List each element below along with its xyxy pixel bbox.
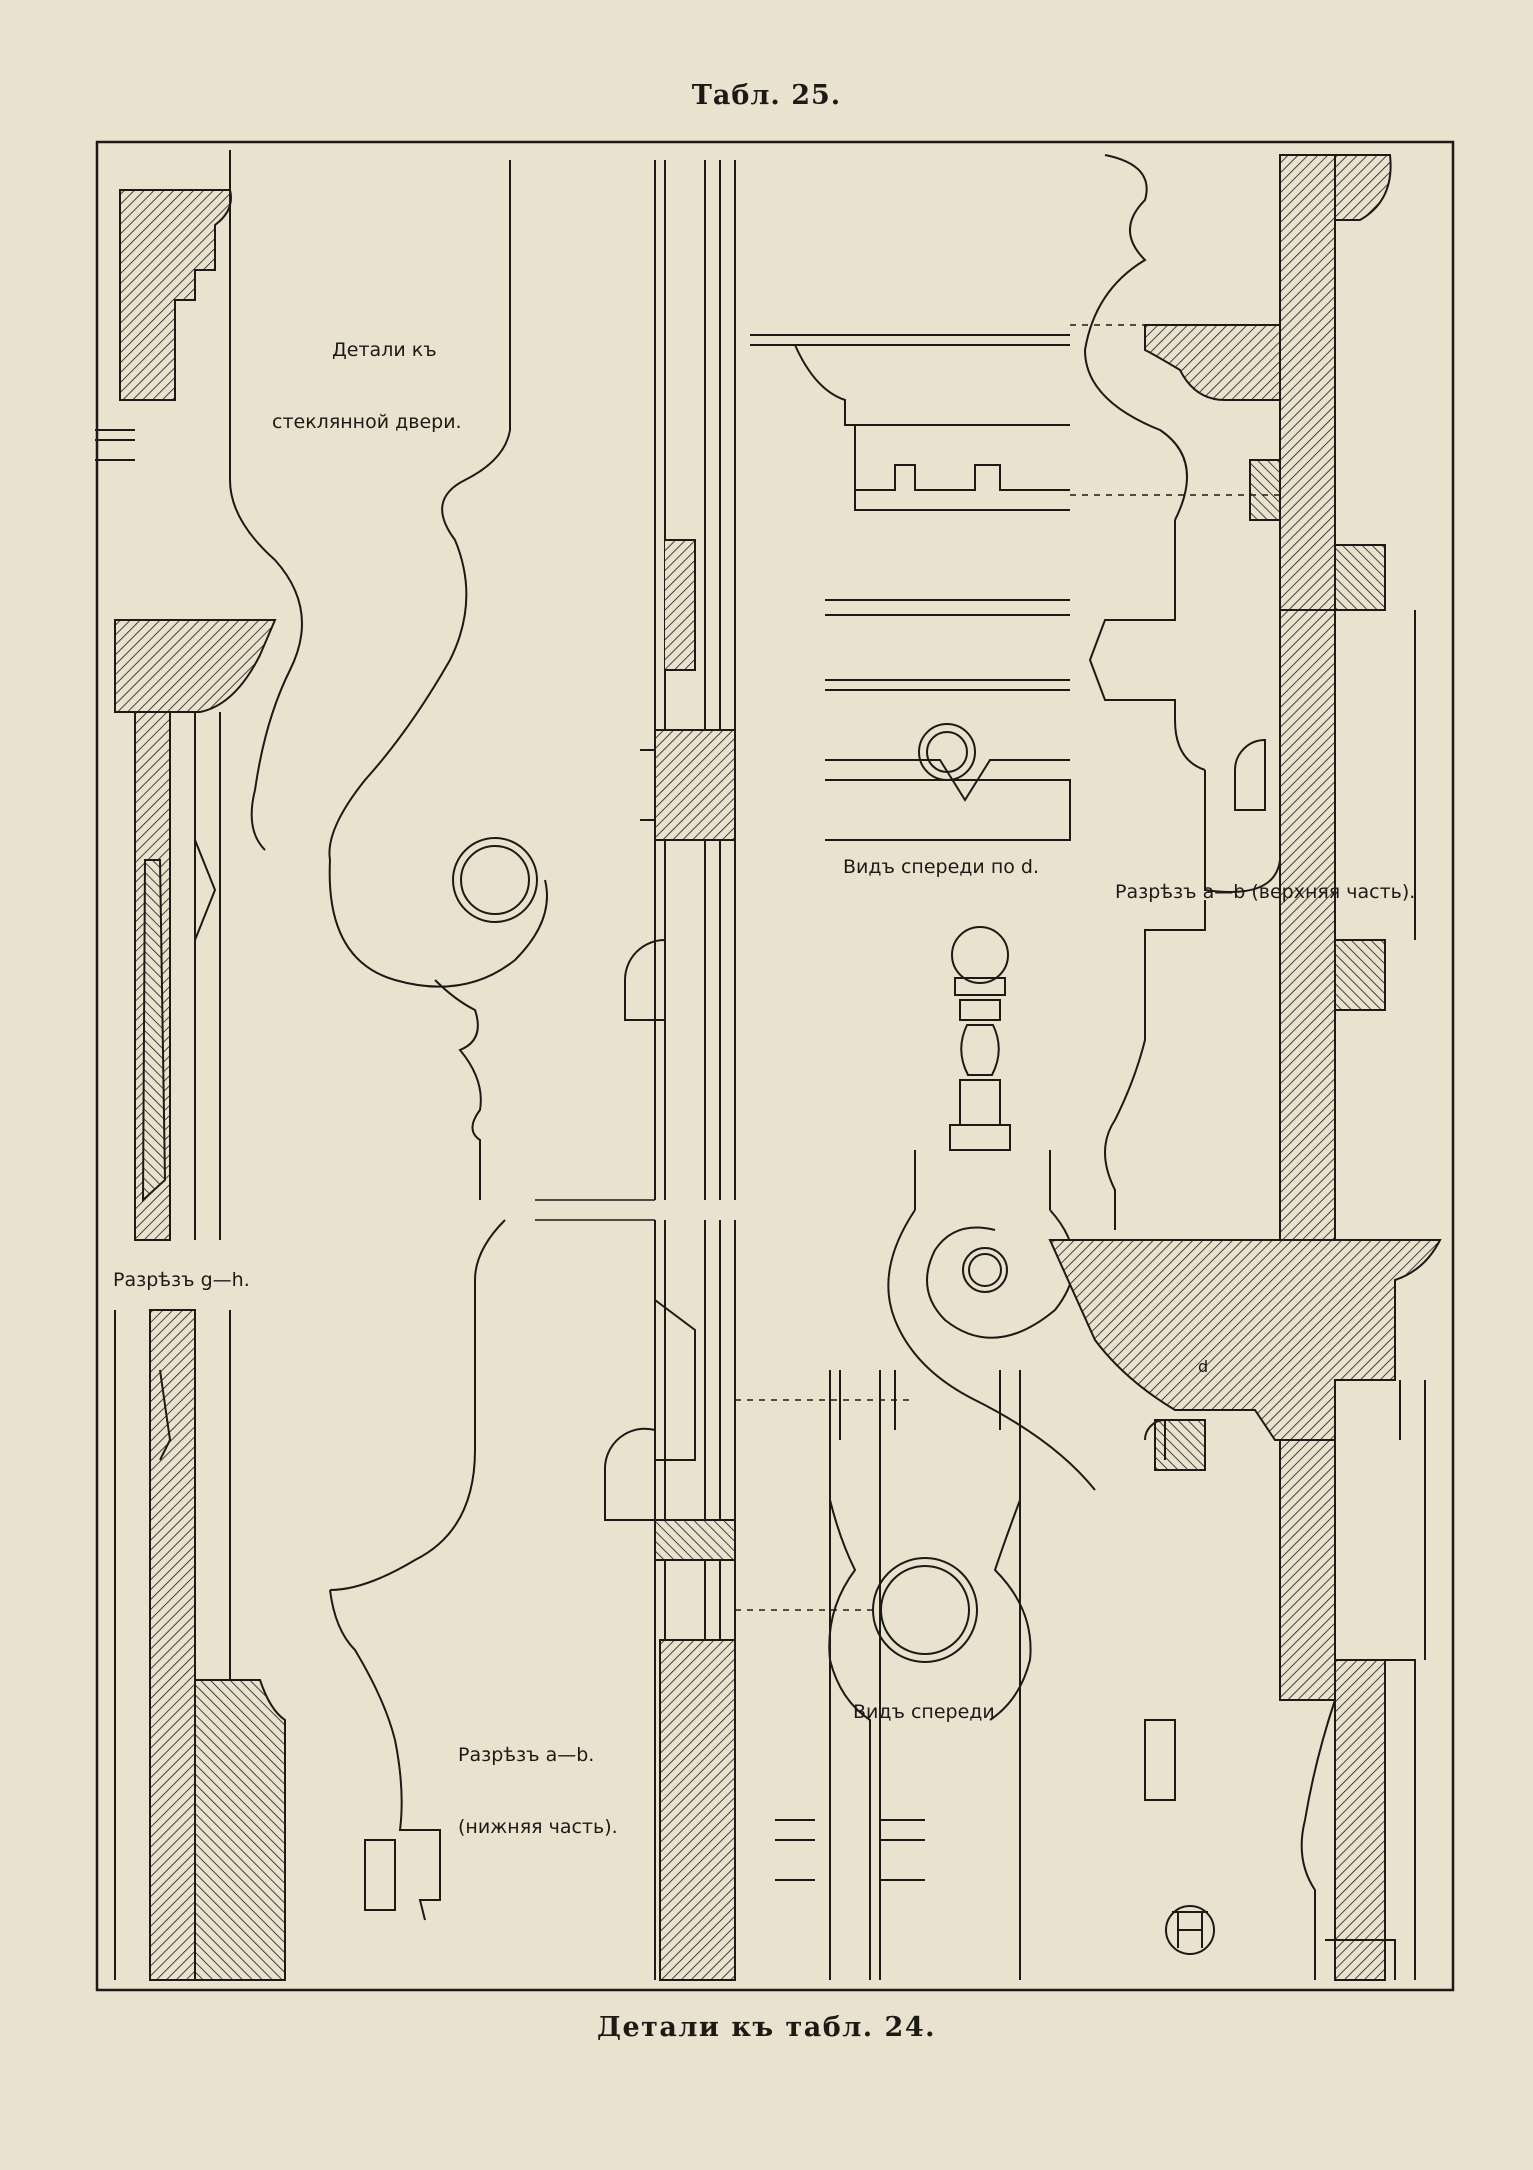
section-ab-drawing <box>735 154 1442 1981</box>
glass-door-label: Детали къ стеклянной двери. <box>272 290 462 458</box>
drawing-plate <box>95 140 1455 1992</box>
page-caption: Детали къ табл. 24. <box>596 2012 937 2043</box>
section-ab-upper-label: Разрѣзъ a—b (верхняя часть). <box>1115 881 1416 903</box>
finial-and-scroll <box>887 926 1096 1491</box>
section-ab-lower-line1: Разрѣзъ a—b. <box>458 1744 595 1766</box>
front-view-d-drawing <box>750 334 1071 841</box>
plate-frame <box>95 140 1455 1992</box>
glass-door-label-line1: Детали къ <box>331 339 437 361</box>
baluster-profile-left <box>229 150 548 1921</box>
front-view-lower-drawing <box>775 1370 1032 1980</box>
section-gh-drawing <box>95 189 286 1981</box>
section-gh-label: Разрѣзъ g—h. <box>113 1269 250 1291</box>
page-title: Табл. 25. <box>691 80 842 111</box>
front-view-label: Видъ спереди <box>853 1701 995 1723</box>
center-stile <box>535 160 736 1981</box>
section-ab-lower-label: Разрѣзъ a—b. (нижняя часть). <box>458 1695 618 1863</box>
section-ab-lower-line2: (нижняя часть). <box>458 1816 618 1838</box>
monogram <box>1165 1905 1215 1955</box>
rosette-lower <box>872 1557 978 1663</box>
front-view-d-label: Видъ спереди по d. <box>843 856 1040 878</box>
glass-door-label-line2: стеклянной двери. <box>272 411 462 433</box>
point-d-label: d <box>1198 1357 1209 1376</box>
rosette-upper <box>452 837 538 923</box>
